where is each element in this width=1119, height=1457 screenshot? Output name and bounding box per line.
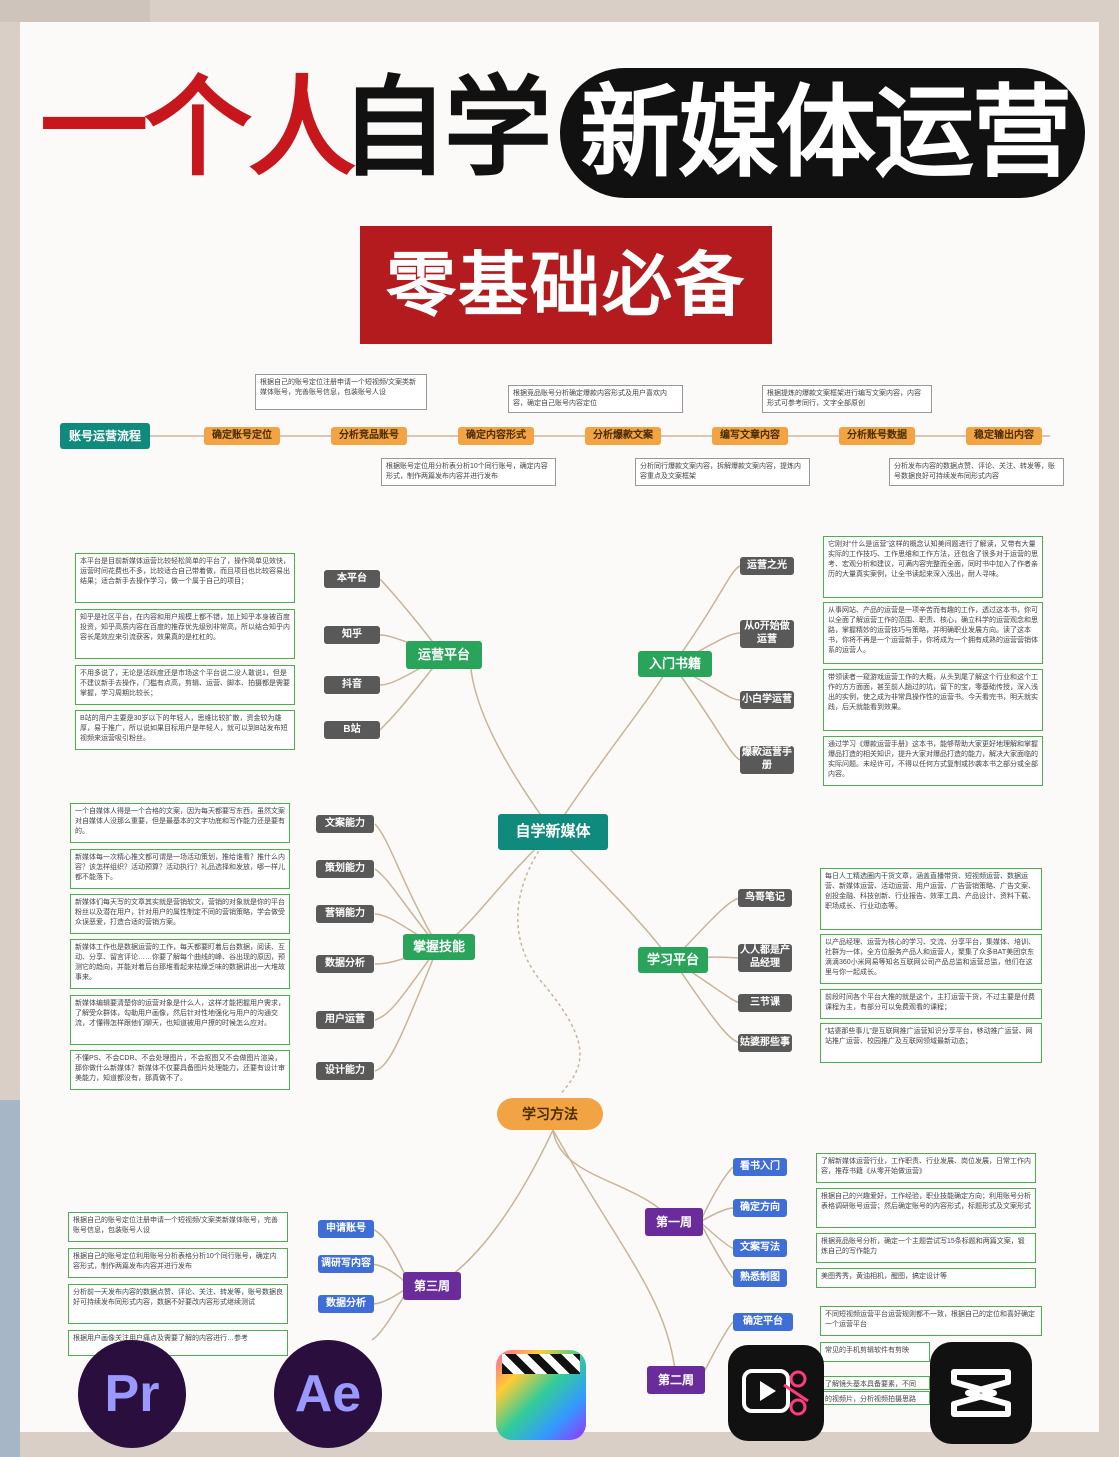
skill-desc: 新媒体们每天写的文章其实就是营销软文，营销的对象就是你的平台粉丝以及潜在用户，针…	[70, 894, 290, 934]
study-platforms-label: 学习平台	[638, 947, 708, 973]
process-step: 稳定输出内容	[966, 427, 1042, 445]
week1-item: 看书入门	[733, 1158, 787, 1176]
clapper-stripes	[502, 1354, 580, 1374]
skill-desc: 不懂PS、不会CDR、不会处理图片，不会抠图又不会做图片渲染，那你做什么新媒体？…	[70, 1050, 290, 1090]
week1-item: 熟悉制图	[733, 1269, 787, 1287]
background-corner	[0, 0, 150, 22]
process-note: 根据竞品账号分析确定爆款内容形式及用户喜欢内容，确定自己账号内容定位	[508, 385, 683, 413]
skill-desc: 新媒体每一次精心推文都可谓是一场活动策划，推给谁看？推什么内容？该怎样组织？活动…	[70, 849, 290, 889]
process-note: 分析发布内容的数据点赞、评论、关注、转发等，账号数据良好可持续发布同形式内容	[889, 458, 1064, 486]
platform-desc: 不用多说了，无论是活跃度还是市场这个平台说二没人敢说1，但是不建议新手去操作，门…	[75, 665, 295, 705]
skill-item: 设计能力	[316, 1062, 374, 1080]
subtitle-banner: 零基础必备	[360, 226, 772, 344]
week3-desc: 分析前一天发布内容的数据点赞、评论、关注、转发等，账号数据良好可持续发布同形式内…	[68, 1284, 288, 1324]
process-note: 根据自己的账号定位注册申请一个短视频/文案类新媒体账号，完善账号信息，包装账号人…	[255, 374, 427, 410]
week1-label: 第一周	[645, 1208, 703, 1236]
platform-item: B站	[324, 721, 380, 739]
skill-desc: 一个自媒体人得是一个合格的文案，因为每天都要写东西，虽然文案对自媒体人没那么重要…	[70, 803, 290, 843]
skills-label: 掌握技能	[403, 934, 475, 960]
week3-item: 申请账号	[318, 1220, 374, 1238]
capcut-icon	[930, 1342, 1032, 1444]
process-step: 分析竞品账号	[331, 427, 407, 445]
process-note: 分析同行爆款文案内容，拆解爆款文案内容，提炼内容重点及文案框架	[635, 458, 810, 486]
study-platform-item: 人人都是产品经理	[738, 944, 792, 972]
skill-item: 文案能力	[316, 815, 374, 833]
study-platform-desc: “姑婆那些事儿”是互联网推广运营知识分享平台，移动推广运营、网站推广运营、校园推…	[820, 1023, 1042, 1063]
capcut-logo-icon	[951, 1369, 1011, 1417]
process-note: 根据账号定位用分析表分析10个同行账号，确定内容形式，制作两篇发布内容并进行发布	[381, 458, 556, 486]
title-red-text: 一个人	[40, 67, 356, 188]
skill-desc: 新媒体编辑要清楚你的运营对象是什么人，这样才能把握用户需求，了解受众群体，勾勒用…	[70, 995, 290, 1045]
premiere-pro-icon-label: Pr	[104, 1365, 160, 1423]
video-editor-icon	[728, 1345, 824, 1441]
process-step: 确定账号定位	[204, 427, 280, 445]
week3-item: 数据分析	[318, 1295, 374, 1313]
week3-desc: 根据自己的账号定位注册申请一个短视频/文案类新媒体账号，完善账号信息，包装账号人…	[68, 1212, 288, 1242]
week1-desc: 根据自己的兴趣爱好，工作经验，职业技能确定方向；利用账号分析表格调研账号运营；然…	[816, 1188, 1036, 1228]
week3-item: 调研写内容	[318, 1255, 374, 1273]
process-note: 根据提炼的爆款文案框架进行编写文案内容，内容形式可参考同行，文字全部原创	[762, 385, 932, 413]
week2-desc: 不同短视频运营平台运营规则都不一致，根据自己的定位和喜好确定一个运营平台	[820, 1306, 1042, 1336]
book-item: 运营之光	[740, 557, 794, 575]
study-platform-item: 鸟哥笔记	[738, 889, 792, 907]
book-desc: 通过学习《爆款运营手册》这本书，能够帮助大家更好地理解和掌握爆品打造的相关知识，…	[823, 736, 1043, 786]
book-item: 从0开始做运营	[740, 620, 794, 648]
skill-item: 营销能力	[316, 905, 374, 923]
process-root: 账号运营流程	[60, 423, 150, 449]
premiere-pro-icon: Pr	[78, 1340, 186, 1448]
skill-desc: 新媒体工作也是数据运营的工作，每天都要盯着后台数据，阅读、互动、分享、留言评论……	[70, 939, 290, 989]
week1-desc: 了解新媒体运营行业，工作职责、行业发展、岗位发展，日常工作内容，推荐书籍《从零开…	[816, 1153, 1036, 1183]
skill-item: 用户运营	[316, 1011, 374, 1029]
week1-item: 确定方向	[733, 1199, 787, 1217]
scissors-film-icon	[742, 1369, 809, 1416]
study-platform-desc: 以产品经理、运营为核心的学习、交流、分享平台，集媒体、培训、社群为一体，全方位服…	[820, 934, 1042, 984]
process-step: 编写文章内容	[712, 427, 788, 445]
background-corner	[0, 1100, 20, 1457]
platform-desc: B站的用户主要是30岁以下的年轻人，思维比较扩散，资金较为雄厚，易于推广，所以说…	[75, 710, 295, 750]
platform-desc: 知乎是社区平台，在内容和用户规模上都不错，加上知乎本身被百度投资，知乎高质内容在…	[75, 609, 295, 659]
study-platform-item: 三节课	[738, 994, 792, 1012]
final-cut-pro-icon	[496, 1350, 586, 1440]
book-desc: 它刚对“什么是运营”这样的概念认知美间题进行了解读，又带有大量实际的工作技巧、工…	[823, 536, 1043, 598]
book-desc: 带领读者一窥游戏运营工作的大概，从头到尾了解这个行业和这个工作的方方面面，甚至前…	[823, 669, 1043, 731]
week2-label: 第二周	[647, 1366, 705, 1394]
platform-item: 知乎	[324, 626, 380, 644]
study-platform-desc: 前段时间各个平台大推的就是这个，主打运营干货，不过主要是付费课程为主，有部分可以…	[820, 989, 1042, 1019]
week1-desc: 美图秀秀，黄油相机，醒图，搞定设计等	[816, 1268, 1036, 1288]
week2-desc-partial: 常见的手机剪辑软件有剪映	[820, 1342, 930, 1362]
center-node: 自学新媒体	[498, 814, 608, 850]
process-step: 分析账号数据	[839, 427, 915, 445]
platforms-label: 运营平台	[406, 641, 482, 669]
books-label: 入门书籍	[638, 651, 712, 677]
process-step: 确定内容形式	[458, 427, 534, 445]
week3-desc: 根据自己的账号定位利用账号分析表格分析10个同行账号，确定内容形式，制作两篇发布…	[68, 1248, 288, 1278]
week2-desc-partial: 的视频片，分析视频拍摄思路	[820, 1391, 930, 1405]
study-platform-item: 姑婆那些事	[738, 1034, 792, 1052]
week1-desc: 根据竞品账号分析，确定一个主题尝试写15条标题和两篇文案，锻炼自己的写作能力	[816, 1233, 1036, 1263]
week2-item: 确定平台	[733, 1313, 793, 1331]
process-step: 分析爆款文案	[585, 427, 661, 445]
study-platform-desc: 每日人工精选圈内干货文章，涵盖直播带货、短视频运营、数据运营、新媒体运营、活动运…	[820, 868, 1042, 930]
book-item: 小白学运营	[740, 691, 794, 709]
after-effects-icon-label: Ae	[294, 1365, 362, 1423]
book-item: 爆款运营手册	[740, 746, 794, 774]
platform-item: 抖音	[324, 676, 380, 694]
skill-item: 策划能力	[316, 860, 374, 878]
book-desc: 从事网站、产品的运营是一项辛苦而有趣的工作，透过这本书，你可以全面了解运营工作的…	[823, 602, 1043, 664]
skill-item: 数据分析	[316, 955, 374, 973]
title-black-text: 自学	[340, 67, 552, 188]
method-label: 学习方法	[497, 1098, 603, 1130]
platform-item: 本平台	[324, 570, 380, 588]
week1-item: 文案写法	[733, 1239, 787, 1257]
week2-desc-partial: 了解镜头基本具备要素，不同	[820, 1376, 930, 1390]
title-pill: 新媒体运营	[560, 68, 1085, 198]
after-effects-icon: Ae	[274, 1340, 382, 1448]
platform-desc: 本平台是目前新媒体运营比较轻松简单的平台了，操作简单见效快，运营时间花费也不多，…	[75, 553, 295, 603]
week3-label: 第三周	[403, 1272, 461, 1300]
poster-title: 一个人 自学 新媒体运营	[30, 58, 1100, 198]
title-pill-text: 新媒体运营	[580, 77, 1072, 189]
